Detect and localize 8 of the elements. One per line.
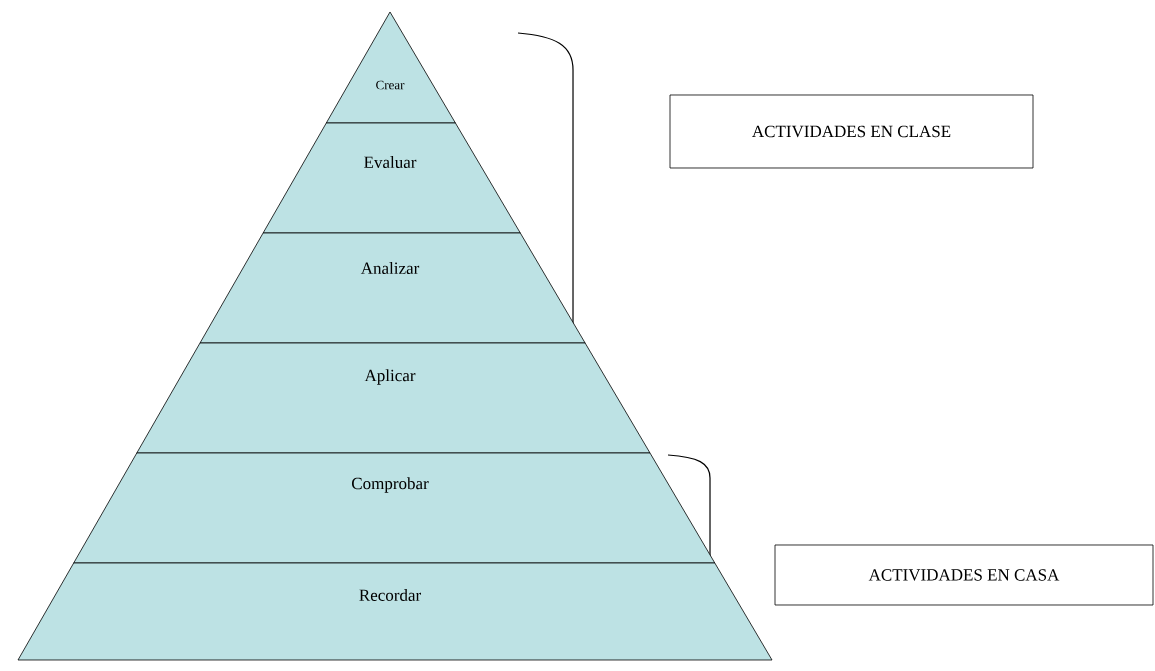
pyramid-level: Crear xyxy=(325,11,456,124)
pyramid-level: Aplicar xyxy=(136,342,651,454)
label-box: ACTIVIDADES EN CASA xyxy=(774,544,1154,606)
pyramid-level: Evaluar xyxy=(262,122,521,234)
label-box: ACTIVIDADES EN CLASE xyxy=(669,94,1034,169)
pyramid-level: Comprobar xyxy=(73,452,716,564)
pyramid-level: Analizar xyxy=(199,232,586,344)
pyramid-level: Recordar xyxy=(17,562,773,661)
